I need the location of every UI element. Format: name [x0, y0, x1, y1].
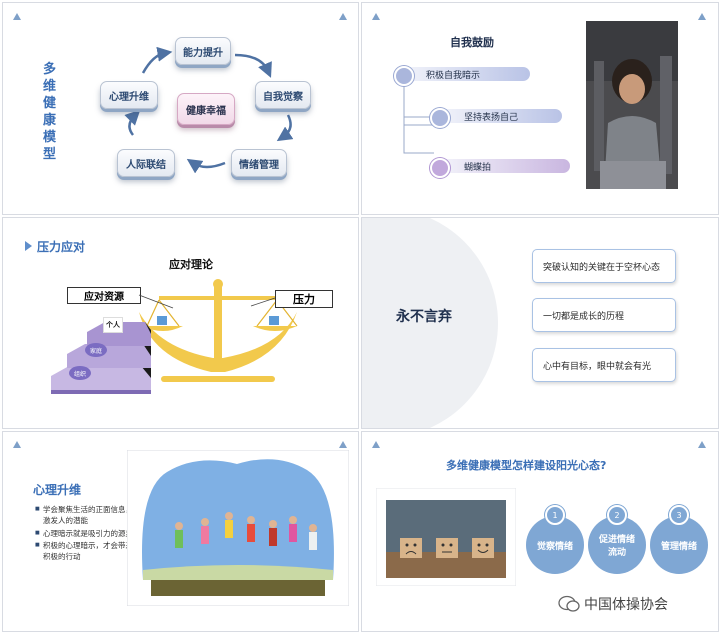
model-node-ability: 能力提升 — [175, 37, 231, 65]
model-node-emotion: 情绪管理 — [231, 149, 287, 177]
slide-psychology-upgrade: 心理升维 学会聚焦生活的正面信息，激发人的潜能 心理暗示就是吸引力的源泉 积极的… — [2, 431, 359, 632]
corner-triangle-icon — [698, 13, 706, 20]
corner-triangle-icon — [13, 441, 21, 448]
boy-photo — [586, 21, 678, 189]
pressure-label: 压力 — [275, 290, 333, 308]
subtitle: 应对理论 — [169, 258, 213, 271]
slide-title: 心理升维 — [33, 483, 82, 497]
slide-health-model: 多维健康模型 健康幸福 能力提升 自我觉察 情绪管理 人际联结 心理升维 — [2, 2, 359, 215]
clock-icon — [430, 108, 450, 128]
bullet-item: 心理暗示就是吸引力的源泉 — [35, 528, 133, 539]
slide-title: 永不言弃 — [396, 309, 452, 325]
corner-triangle-icon — [698, 441, 706, 448]
slide-self-encourage: 自我鼓励 积极自我暗示 坚持表扬自己 蝴蝶拍 — [361, 2, 719, 215]
slide-never-give-up: 永不言弃 突破认知的关键在于空杯心态 一切都是成长的历程 心中有目标，眼中就会有… — [361, 217, 719, 429]
step-circle: 管理情绪 — [650, 516, 708, 574]
wechat-watermark: 中国体操协会 — [558, 594, 668, 614]
model-node-connection: 人际联结 — [117, 149, 175, 177]
slide-sunny-mindset: 多维健康模型怎样建设阳光心态? 觉察情绪 1 促进情绪流动 2 管理情绪 3 中… — [361, 431, 719, 632]
slide-title: 多维健康模型 — [43, 62, 57, 162]
scale-graphic — [139, 279, 298, 382]
corner-triangle-icon — [13, 13, 21, 20]
quote-card: 一切都是成长的历程 — [532, 298, 676, 332]
stair-step-label: 个人 — [103, 317, 123, 333]
stair-step-label: 组织 — [69, 366, 91, 380]
corner-triangle-icon — [339, 13, 347, 20]
model-center-node: 健康幸福 — [177, 93, 235, 125]
cycle-arrows — [124, 46, 294, 174]
emoji-blocks-photo — [376, 488, 516, 586]
step-circle: 促进情绪流动 — [588, 516, 646, 574]
corner-triangle-icon — [339, 441, 347, 448]
model-node-awareness: 自我觉察 — [255, 81, 311, 109]
quote-card: 突破认知的关键在于空杯心态 — [532, 249, 676, 283]
step-number-badge: 2 — [607, 505, 627, 525]
label-connectors — [138, 294, 276, 309]
wechat-icon — [558, 595, 580, 612]
step-number-badge: 1 — [545, 505, 565, 525]
slide-stress-coping: 压力应对 应对理论 应对资源 压力 个人 家庭 组织 — [2, 217, 359, 429]
step-number-badge: 3 — [669, 505, 689, 525]
section-title: 压力应对 — [37, 240, 86, 254]
encourage-item: 坚持表扬自己 — [436, 109, 562, 123]
slide-title: 自我鼓励 — [450, 36, 494, 49]
butterfly-icon — [430, 158, 450, 178]
encourage-item: 蝴蝶拍 — [436, 159, 570, 173]
corner-triangle-icon — [372, 441, 380, 448]
corner-triangle-icon — [372, 13, 380, 20]
quote-card: 心中有目标，眼中就会有光 — [532, 348, 676, 382]
slide-title: 多维健康模型怎样建设阳光心态? — [446, 459, 607, 472]
bullet-item: 学会聚焦生活的正面信息，激发人的潜能 — [35, 504, 133, 526]
jumping-people-photo — [127, 450, 349, 606]
step-circle: 觉察情绪 — [526, 516, 584, 574]
model-node-psychology: 心理升维 — [100, 81, 158, 109]
encourage-item: 积极自我暗示 — [398, 67, 530, 81]
calendar-icon — [394, 66, 414, 86]
play-triangle-icon — [25, 241, 32, 251]
stair-step-label: 家庭 — [85, 343, 107, 357]
